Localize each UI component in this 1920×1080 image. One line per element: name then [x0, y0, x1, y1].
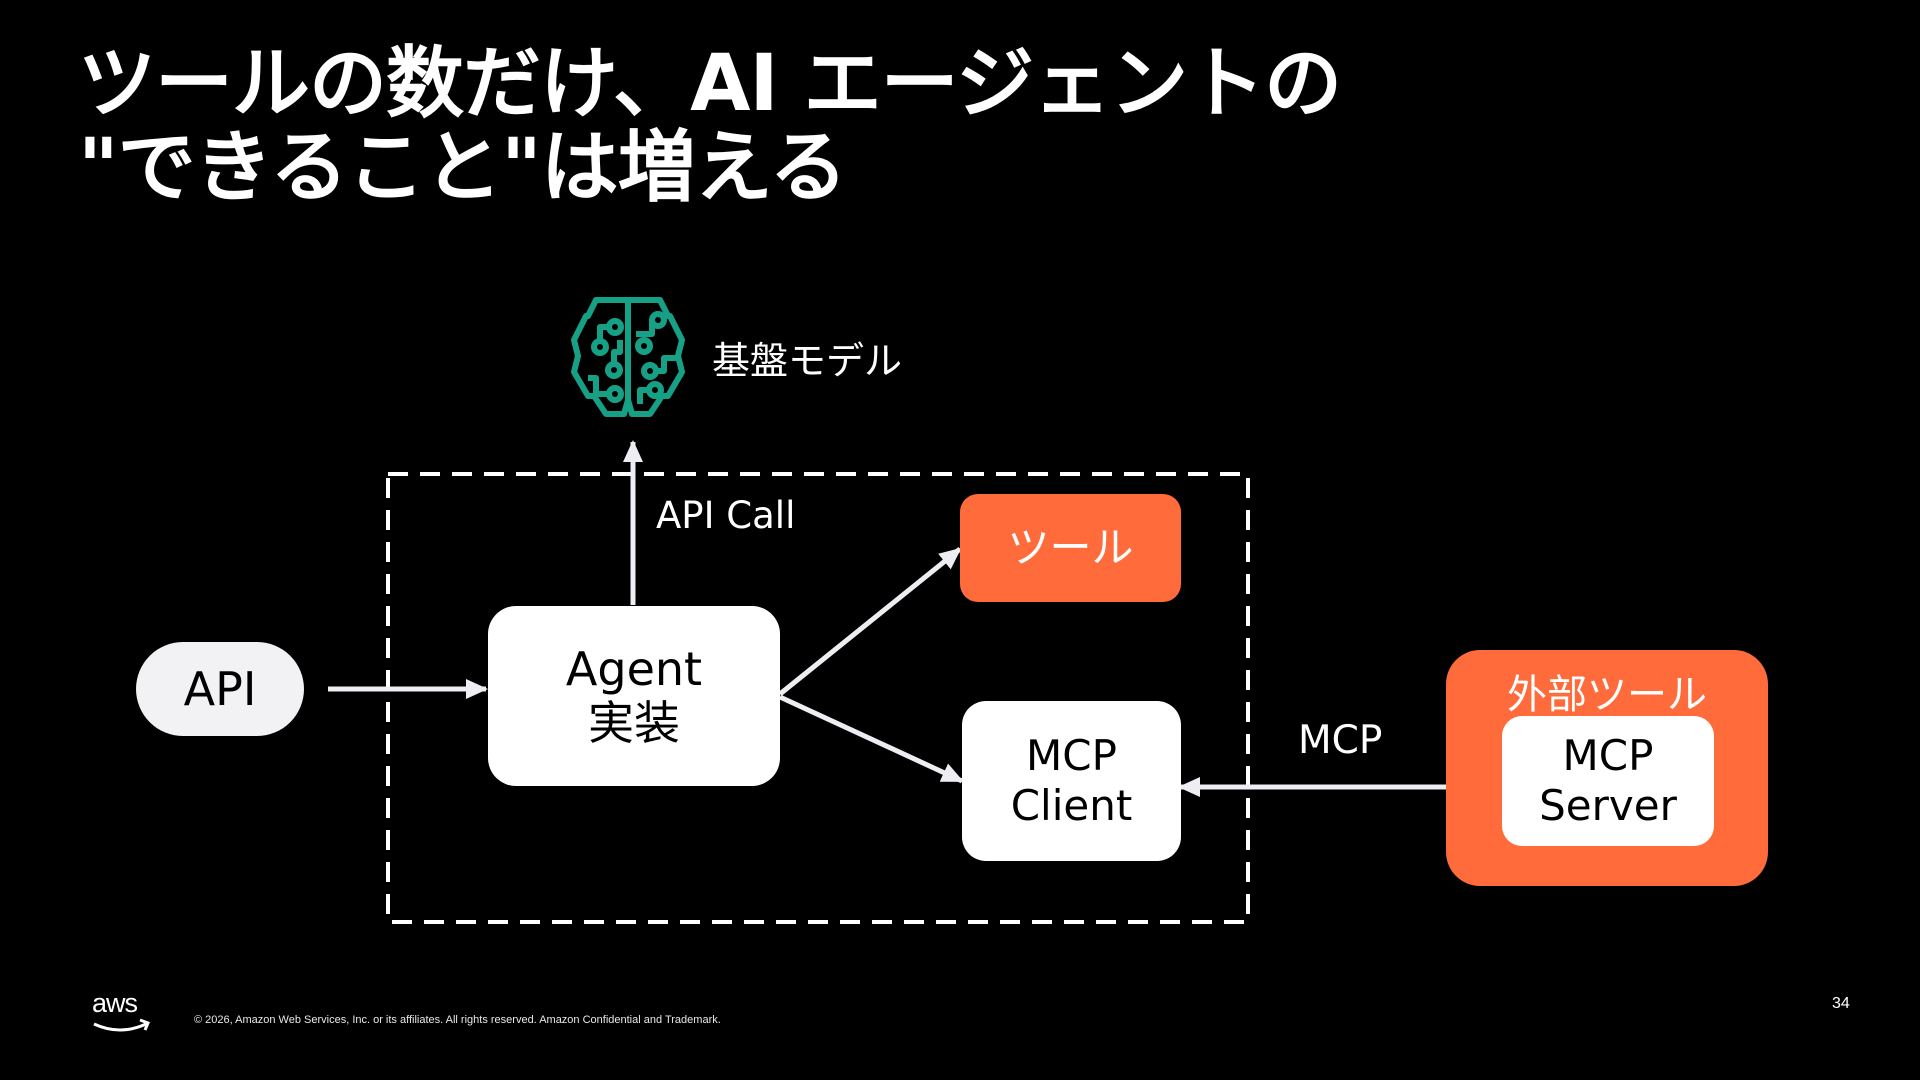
tool-node-shape	[960, 494, 1181, 602]
aws-logo-text: aws	[92, 988, 138, 1018]
agent-node: Agent 実装	[488, 606, 780, 786]
api-node-shape	[136, 642, 304, 736]
mcp-server-label-line1: MCP	[1562, 731, 1654, 781]
external-tool-label: 外部ツール	[1507, 672, 1707, 718]
mcp-server-label-line2: Server	[1539, 781, 1677, 830]
mcp-server-node-shape	[1502, 716, 1714, 846]
api-node: API	[136, 642, 304, 736]
mcp-server-node: MCP Server	[1502, 716, 1714, 846]
tool-node: ツール	[960, 494, 1181, 602]
agent-boundary	[386, 472, 1250, 924]
mcp-client-label-line2: Client	[1010, 781, 1133, 830]
agent-node-label-line1: Agent	[565, 641, 703, 696]
mcp-edge-label: MCP	[1298, 718, 1383, 763]
title-line-1: ツールの数だけ、AI エージェントの	[78, 39, 1342, 129]
copyright-footer: © 2026, Amazon Web Services, Inc. or its…	[194, 1014, 721, 1026]
aws-logo: aws	[92, 988, 156, 1036]
aws-smile-icon	[93, 1018, 150, 1032]
api-node-label: API	[183, 661, 257, 716]
title-line-2: "できること"は増える	[78, 123, 847, 213]
arrow-agent-to-tool	[778, 547, 962, 696]
api-call-edge-label: API Call	[656, 494, 796, 537]
mcp-client-node: MCP Client	[962, 701, 1181, 861]
page-number: 34	[1832, 995, 1850, 1012]
slide-title: ツールの数だけ、AI エージェントの "できること"は増える	[78, 39, 1342, 213]
foundation-model-label: 基盤モデル	[712, 339, 903, 383]
mcp-client-node-shape	[962, 701, 1181, 861]
agent-node-shape	[488, 606, 780, 786]
tool-node-label: ツール	[1007, 523, 1134, 573]
brain-circuit-icon	[571, 297, 685, 417]
mcp-client-label-line1: MCP	[1026, 731, 1117, 781]
arrow-agent-to-mcp-client	[778, 694, 964, 784]
agent-node-label-line2: 実装	[588, 696, 680, 750]
